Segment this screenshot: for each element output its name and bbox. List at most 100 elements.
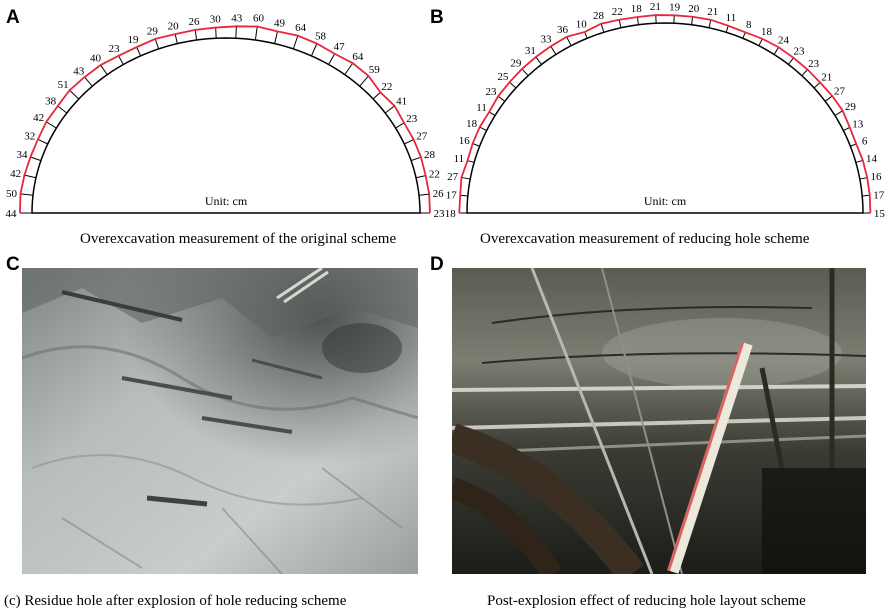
arch-a-measure-tick: [310, 43, 318, 57]
arch-a-measure-tick: [30, 156, 42, 162]
arch-b-measure-tick: [497, 95, 506, 102]
arch-a-measure-label: 58: [315, 30, 327, 42]
arch-a-measure-tick: [384, 105, 395, 114]
arch-a-measure-tick: [415, 175, 426, 179]
arch-b-measure-tick: [843, 126, 850, 132]
arch-b-measure-label: 21: [650, 1, 661, 13]
arch-b-measure-label: 33: [540, 34, 552, 46]
arch-b-measure-label: 16: [871, 171, 883, 183]
arch-b-measure-tick: [472, 143, 480, 147]
arch-a-measure-tick: [84, 76, 93, 87]
arch-a-design-contour: [31, 37, 421, 214]
caption-c: (c) Residue hole after explosion of hole…: [4, 593, 347, 609]
arch-b-measure-label: 19: [669, 1, 681, 13]
arch-b-measure-tick: [600, 23, 605, 33]
arch-b-overbreak-contour: [458, 14, 872, 214]
arch-a-measure-tick: [344, 62, 354, 75]
arch-b-measure-label: 18: [445, 208, 457, 220]
arch-a-measure-label: 50: [6, 188, 18, 200]
arch-b-measure-label: 11: [726, 12, 737, 24]
arch-a-measure-tick: [174, 34, 178, 44]
arch-b-measure-tick: [824, 95, 833, 102]
arch-b-measure-label: 22: [612, 6, 623, 18]
arch-b-measure-label: 8: [746, 19, 752, 31]
arch-b-measure-label: 18: [466, 118, 478, 130]
arch-a-measure-label: 51: [58, 79, 69, 91]
arch-b-measure-label: 6: [862, 136, 868, 148]
arch-a-measure-tick: [254, 26, 258, 41]
photo-post-explosion: [452, 268, 866, 574]
caption-a: Overexcavation measurement of the origin…: [80, 231, 397, 247]
arch-a-measure-tick: [404, 139, 414, 145]
arch-a-measure-label: 26: [433, 188, 445, 200]
arch-b-measure-tick: [850, 143, 857, 147]
arch-a-measure-tick: [100, 64, 108, 75]
arch-b-measure-label: 27: [834, 86, 846, 98]
arch-b-measure-tick: [584, 31, 588, 39]
arch-b-measure-tick: [488, 111, 496, 116]
arch-a-measure-tick: [20, 193, 34, 196]
arch-a-measure-tick: [328, 53, 336, 65]
arch-a-measure-label: 38: [45, 96, 57, 108]
arch-b-measure-tick: [773, 46, 780, 55]
arch-a-measure-label: 28: [424, 149, 436, 161]
arch-b-measure-tick: [461, 176, 471, 180]
arch-b-measure-label: 36: [557, 24, 569, 36]
arch-b-measure-label: 15: [874, 208, 886, 220]
arch-b-measure-label: 23: [485, 86, 497, 98]
arch-a-measure-tick: [395, 122, 405, 129]
arch-a-measure-label: 19: [128, 34, 140, 46]
arch-b-measure-label: 31: [525, 45, 536, 57]
arch-a-measure-tick: [24, 174, 37, 179]
arch-b-measure-label: 21: [707, 6, 718, 18]
arch-b-measure-tick: [479, 126, 487, 132]
arch-a-measure-label: 30: [210, 14, 222, 26]
caption-b: Overexcavation measurement of reducing h…: [480, 231, 810, 247]
arch-b-measure-label: 23: [794, 46, 806, 58]
arch-a-measure-label: 64: [352, 51, 364, 63]
arch-a-measure-label: 26: [188, 16, 200, 28]
arch-a-measure-label: 40: [90, 53, 102, 65]
arch-b-measure-tick: [460, 194, 468, 197]
arch-a-measure-label: 23: [406, 113, 418, 125]
arch-b-measure-tick: [758, 38, 763, 46]
arch-b-unit-label: Unit: cm: [644, 194, 687, 208]
arch-a-measure-tick: [194, 29, 198, 41]
arch-b-measure-label: 14: [866, 153, 878, 165]
arch-a-measure-label: 41: [396, 95, 407, 107]
arch-b-measure-label: 21: [821, 71, 832, 83]
arch-a-overbreak-contour: [19, 25, 431, 214]
arch-b-measure-label: 13: [852, 118, 864, 130]
panel-label-c: C: [6, 254, 20, 275]
arch-b-measure-tick: [742, 32, 746, 39]
arch-b-measure-tick: [566, 36, 572, 46]
arch-a-measure-tick: [274, 31, 278, 44]
arch-a-measure-tick: [69, 89, 80, 100]
arch-a-measure-label: 59: [369, 64, 381, 76]
arch-a-measure-tick: [235, 26, 237, 39]
arch-b-measure-tick: [725, 25, 729, 33]
arch-a-measure-tick: [37, 138, 48, 145]
arch-a-measure-label: 47: [334, 41, 346, 53]
arch-b-measure-label: 27: [447, 171, 459, 183]
arch-b-measure-tick: [788, 57, 794, 65]
arch-a-measure-label: 60: [253, 13, 265, 25]
arch-a-measure-label: 34: [16, 149, 28, 161]
arch-a-measure-label: 64: [295, 22, 307, 34]
arch-a-unit-label: Unit: cm: [205, 194, 248, 208]
arch-a-measure-label: 22: [429, 169, 440, 181]
arch-b-measure-label: 29: [510, 57, 522, 69]
arch-a-measure-label: 44: [5, 208, 17, 220]
arch-a-measure-label: 43: [231, 12, 243, 24]
arch-b-measure-label: 10: [576, 19, 588, 31]
arch-b-measure-tick: [550, 46, 557, 55]
arch-b-design-contour: [466, 22, 864, 214]
arch-b-measure-tick: [521, 68, 529, 77]
panel-label-d: D: [430, 254, 444, 275]
arch-b-measure-tick: [834, 110, 843, 116]
arch-a-measure-label: 42: [33, 112, 44, 124]
arch-a-measure-tick: [136, 46, 142, 57]
arch-b-measure-label: 24: [778, 35, 790, 47]
